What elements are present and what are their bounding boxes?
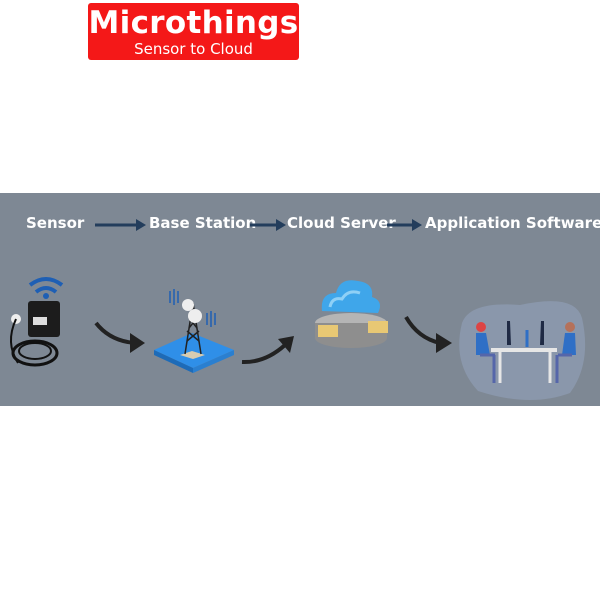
step-application-software: Application Software [425,214,600,232]
sensor-to-cloud-diagram: Sensor Base Station Cloud Server Applica… [0,193,600,406]
logo-brand: Microthings [88,5,299,41]
logo-tagline: Sensor to Cloud [134,40,253,58]
step-sensor: Sensor [26,214,85,232]
sensor-device-icon [10,277,64,367]
step-base-station: Base Station [149,214,257,232]
flow-arrow-icon [95,219,422,231]
base-station-tower-icon [154,289,234,373]
cloud-server-icon [315,280,388,348]
step-cloud-server: Cloud Server [287,214,396,232]
curved-arrow-icon [94,315,441,365]
microthings-logo: Microthings Sensor to Cloud [88,3,299,60]
application-software-users-icon [459,301,586,401]
